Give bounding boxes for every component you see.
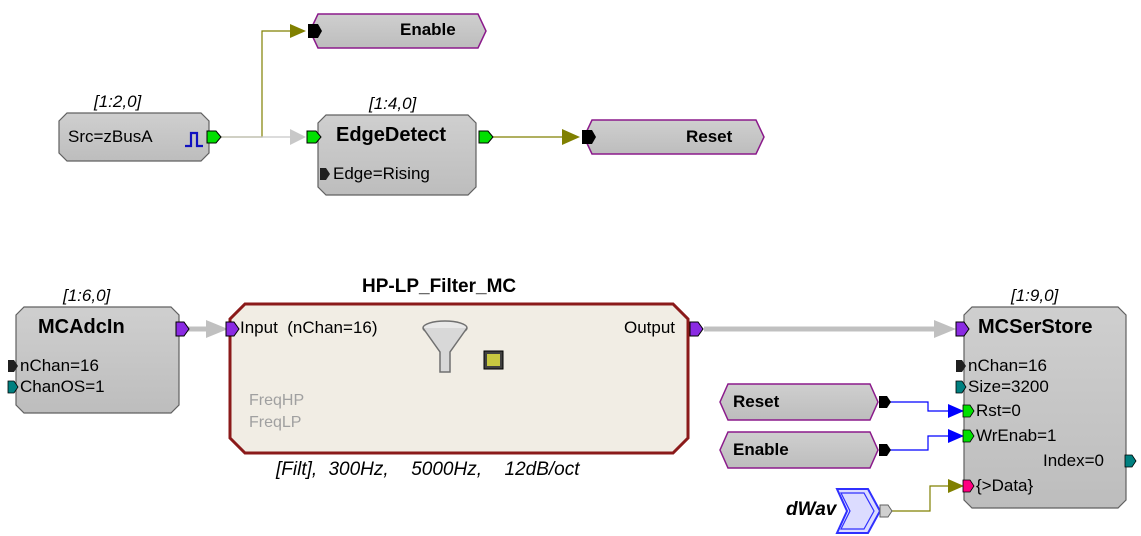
wire-arrow-edge [290,129,306,145]
wire-arrow-wrenab [948,429,964,443]
adc-output-port[interactable] [175,321,190,337]
adc-nchan-port[interactable] [8,360,18,372]
source-block-param: Src=zBusA [68,127,153,146]
funnel-filter-icon [422,320,468,373]
dwav-tag-port[interactable] [879,504,893,518]
ex-badge-icon [483,350,504,370]
filter-input-label: Input (nChan=16) [240,318,378,337]
store-rst-port[interactable] [962,404,975,418]
edge-block-coord: [1:4,0] [369,94,417,113]
adc-block-coord: [1:6,0] [63,286,111,305]
enable-tag-bottom-port[interactable] [879,444,891,456]
store-block-coord: [1:9,0] [1011,286,1059,305]
store-index-port[interactable] [1124,454,1137,468]
reset-tag-top-port[interactable] [582,130,596,144]
store-param-size: Size=3200 [968,377,1049,396]
enable-tag-top[interactable] [309,13,487,49]
edge-block-param: Edge=Rising [333,164,430,183]
source-block-coord: [1:2,0] [94,92,142,111]
wire-reset-rst[interactable] [890,401,952,412]
wire-arrow-reset [562,129,580,145]
dwav-tag-label: dWav [786,499,837,520]
dwav-tag[interactable] [835,488,882,534]
reset-tag-top-label: Reset [686,127,733,146]
edge-output-port[interactable] [478,130,494,144]
enable-tag-bottom-label: Enable [733,440,789,459]
adc-block[interactable] [15,306,180,414]
filter-output-label: Output [624,318,676,337]
store-size-port[interactable] [955,380,967,394]
enable-tag-top-label: Enable [400,20,456,39]
adc-block-title: MCAdcIn [38,316,125,338]
wire-arrow-filter-store [934,320,956,338]
store-nchan-port[interactable] [956,360,966,372]
store-param-nchan: nChan=16 [968,356,1047,375]
adc-param-chanos: ChanOS=1 [20,377,105,396]
store-data-port[interactable] [962,479,975,493]
reset-tag-top[interactable] [583,119,765,155]
store-param-data: {>Data} [976,476,1034,495]
filter-param-freqlp: FreqLP [249,414,302,431]
edge-block-title: EdgeDetect [336,124,447,146]
reset-tag-bottom-label: Reset [733,392,780,411]
edge-input-port[interactable] [306,130,322,144]
store-param-index: Index=0 [1043,451,1104,470]
store-input-port[interactable] [955,321,970,337]
wire-src-enable[interactable] [219,30,296,138]
filter-macro-title: HP-LP_Filter_MC [362,276,517,297]
adc-param-nchan: nChan=16 [20,356,99,375]
store-block-title: MCSerStore [978,316,1093,338]
enable-tag-bottom[interactable] [719,431,879,469]
filter-param-freqhp: FreqHP [249,392,305,409]
store-param-wrenab: WrEnab=1 [976,426,1057,445]
ser-store-block[interactable] [963,306,1127,509]
enable-tag-top-port[interactable] [308,24,322,38]
adc-chanos-port[interactable] [7,380,19,394]
wire-dwav-data[interactable] [892,485,952,512]
pulse-icon [185,131,203,148]
filter-macro-block[interactable] [228,302,690,455]
source-block[interactable] [58,112,210,162]
filter-input-port[interactable] [225,321,240,337]
reset-tag-bottom[interactable] [719,383,879,421]
filter-info-text: [Filt], 300Hz, 5000Hz, 12dB/oct [276,459,580,480]
wire-enable-wrenab[interactable] [890,435,952,451]
wire-arrow-rst [948,404,964,418]
store-param-rst: Rst=0 [976,401,1021,420]
source-output-port[interactable] [206,130,222,144]
edge-detect-block[interactable] [317,114,477,196]
store-wrenab-port[interactable] [962,429,975,443]
edge-param-port[interactable] [320,168,330,180]
reset-tag-bottom-port[interactable] [879,396,891,408]
filter-output-port[interactable] [689,321,704,337]
wire-arrow-data [948,479,964,493]
wire-arrow-adc-filter [206,320,228,338]
wire-arrow-enable [290,24,306,38]
